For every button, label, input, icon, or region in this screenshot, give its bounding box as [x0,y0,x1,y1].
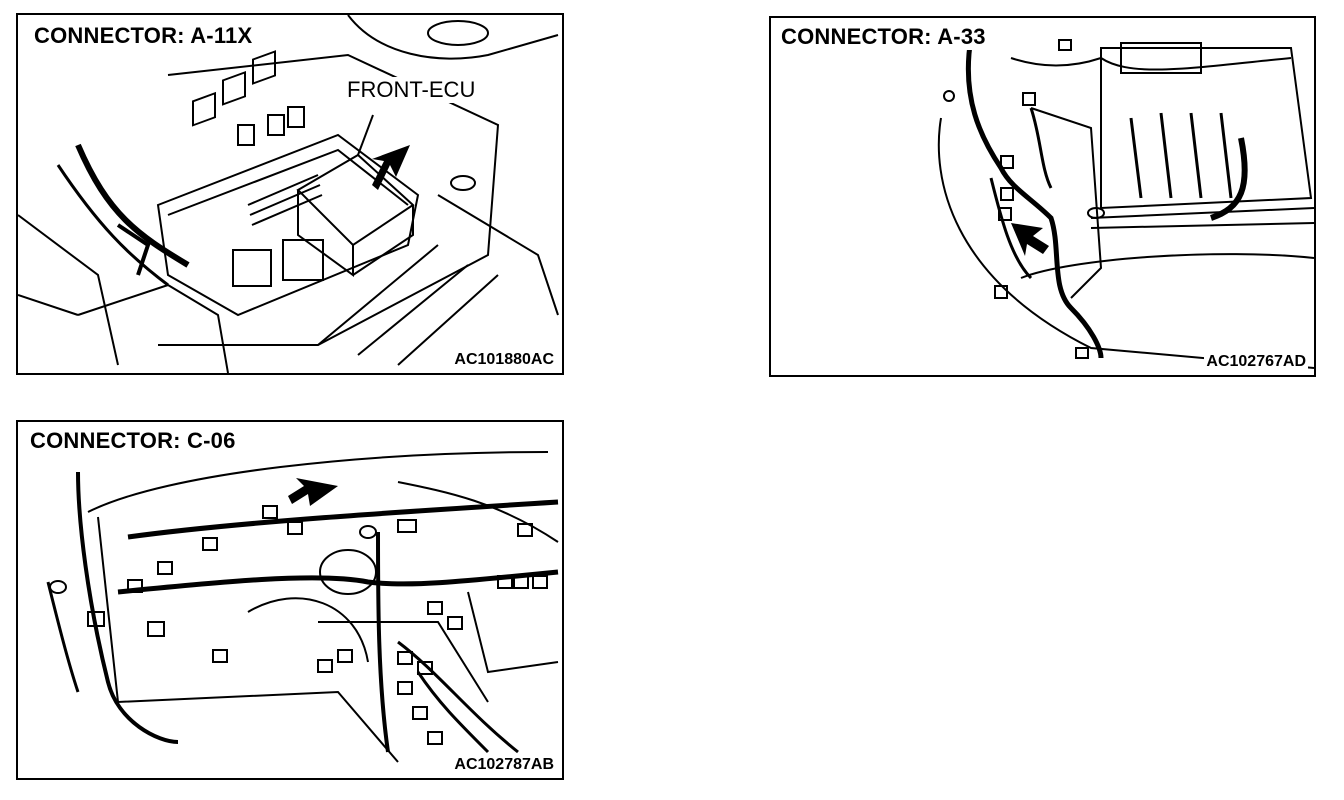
front-bumper-illustration [937,37,1314,369]
arrow-indicator-icon [1011,223,1049,256]
figure-code: AC102767AD [1204,353,1308,371]
instrument-panel-illustration [46,451,559,763]
arrow-indicator-icon [372,145,410,190]
diagram-title: CONNECTOR: A-33 [779,24,988,50]
figure-code: AC102787AB [452,756,556,774]
diagram-panel-a11x: CONNECTOR: A-11X FRONT-ECU [16,13,564,375]
diagram-title: CONNECTOR: A-11X [32,23,255,49]
diagram-panel-a33: CONNECTOR: A-33 [769,16,1316,377]
engine-bay-illustration [18,15,559,373]
diagram-panel-c06: CONNECTOR: C-06 [16,420,564,780]
diagram-title: CONNECTOR: C-06 [28,428,238,454]
front-ecu-label: FRONT-ECU [344,77,479,103]
figure-code: AC101880AC [452,351,556,369]
arrow-indicator-icon [288,478,338,506]
